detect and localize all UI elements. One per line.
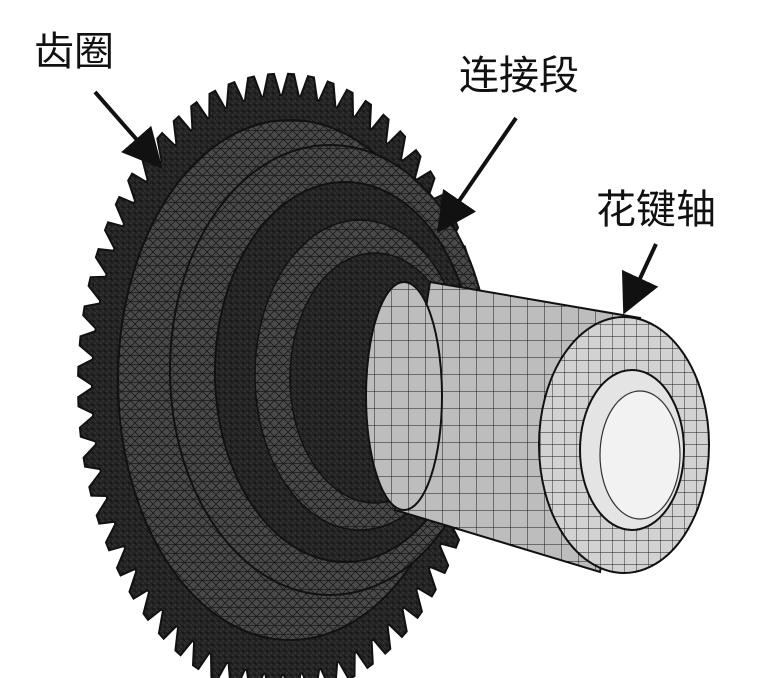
gear-ring-arrow	[93, 90, 163, 170]
connecting-section-arrow	[436, 116, 518, 234]
spline-shaft-label: 花键轴	[596, 187, 716, 233]
spline-shaft-mesh	[365, 280, 710, 574]
gear-ring-label: 齿圈	[34, 29, 114, 75]
connecting-section-label: 连接段	[459, 53, 579, 99]
spline-shaft-arrow	[621, 243, 659, 315]
